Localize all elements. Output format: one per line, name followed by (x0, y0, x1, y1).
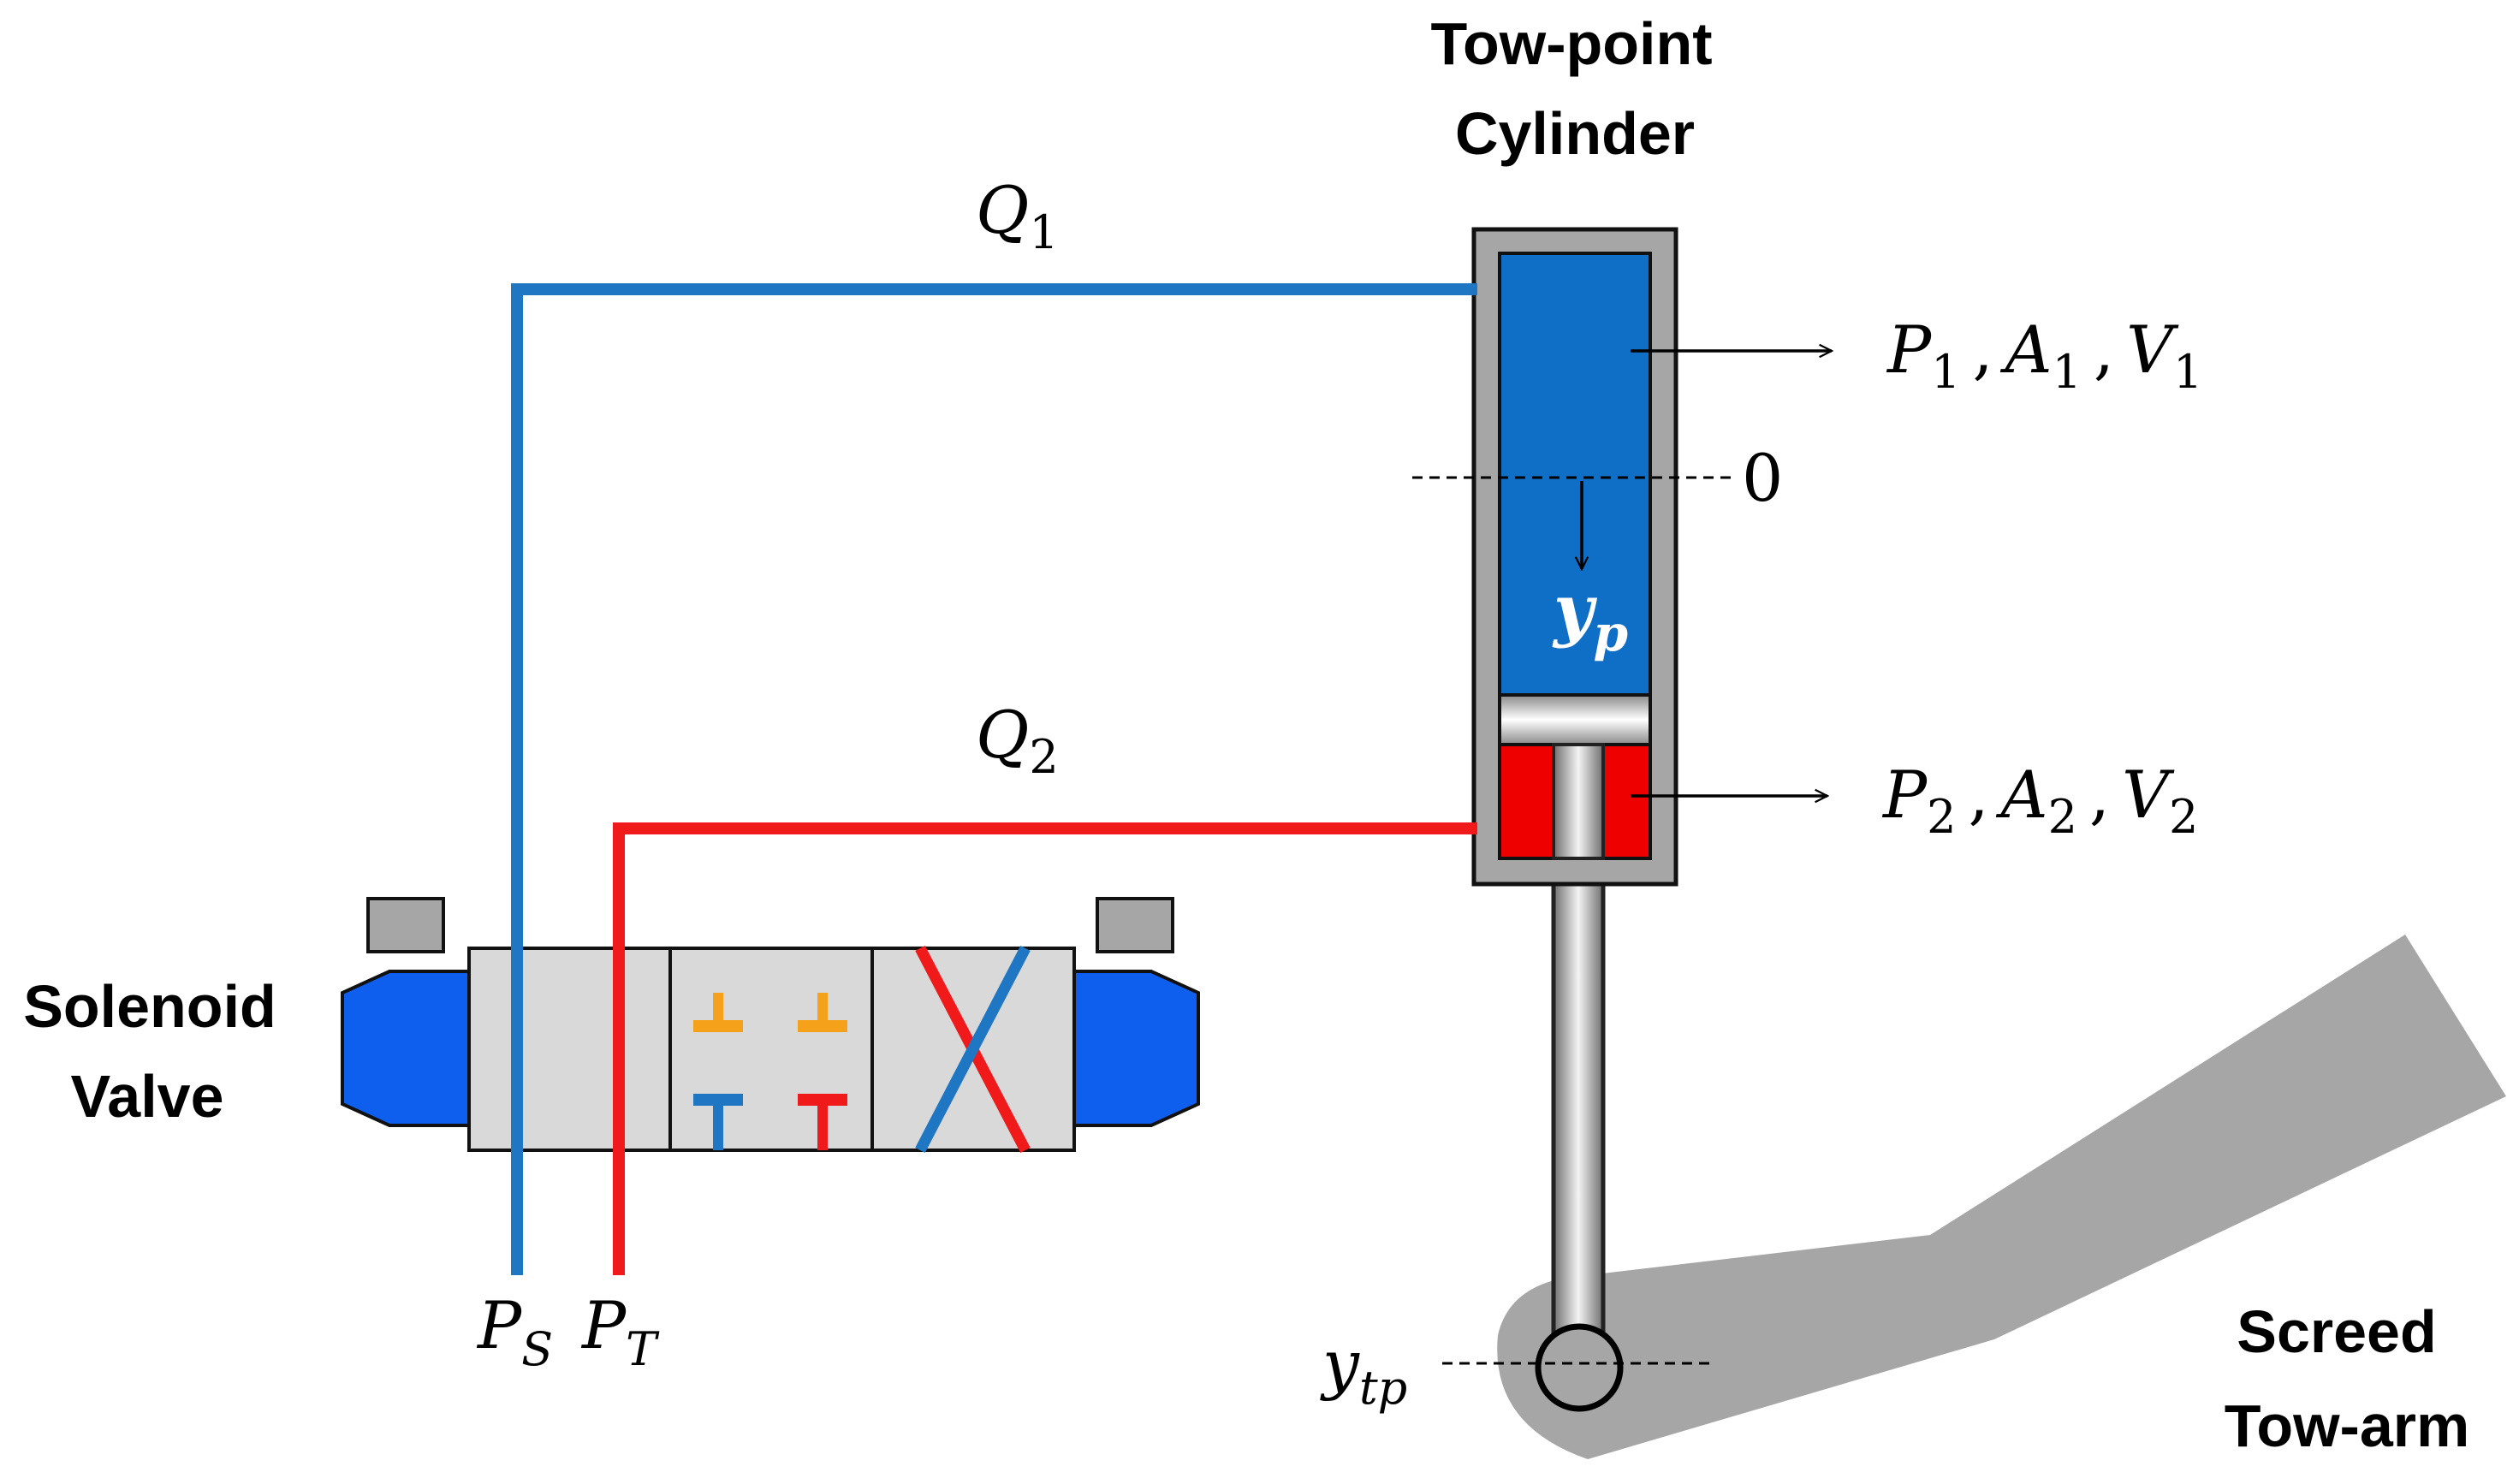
tow-point-pivot (1535, 1323, 1624, 1412)
yp-label: yp (1552, 569, 1628, 662)
cylinder-title-line1: Tow-point (1430, 10, 1712, 77)
valve-title-line1: Solenoid (23, 973, 276, 1040)
tow-point-cylinder (1471, 227, 1678, 887)
zero-label: 0 (1742, 440, 1783, 516)
ytp-label: ytp (1320, 1326, 1407, 1415)
screed-tow-arm (1497, 935, 2506, 1459)
right-solenoid-cap (1096, 897, 1174, 953)
blocked-port-blue (693, 1094, 743, 1150)
valve-title-line2: Valve (70, 1063, 223, 1130)
left-solenoid-coil (341, 970, 471, 1127)
return-line-q2 (613, 822, 1477, 1275)
right-solenoid-coil (1072, 970, 1200, 1127)
crossed-path-blue (915, 945, 1031, 1154)
ps-label: PS (476, 1287, 553, 1376)
left-solenoid-cap (366, 897, 445, 953)
solenoid-valve (341, 897, 1200, 1154)
valve-envelope-center (668, 947, 874, 1152)
blocked-port-orange-left (693, 993, 743, 1032)
cylinder-title-line2: Cylinder (1455, 100, 1695, 167)
supply-line-q1 (511, 283, 1477, 1275)
pt-label: PT (580, 1287, 660, 1376)
chamber1-params: P1,A1,V1 (1886, 312, 2202, 399)
blocked-port-red (798, 1094, 847, 1150)
valve-envelope-left (467, 947, 672, 1152)
towarm-title-line1: Screed (2237, 1298, 2436, 1365)
chamber2-params: P2,A2,V2 (1881, 757, 2198, 844)
blocked-port-orange-right (798, 993, 847, 1032)
q2-label: Q2 (976, 697, 1059, 784)
q1-label: Q1 (976, 172, 1059, 259)
towarm-title-line2: Tow-arm (2225, 1392, 2470, 1459)
piston-head (1498, 693, 1652, 746)
